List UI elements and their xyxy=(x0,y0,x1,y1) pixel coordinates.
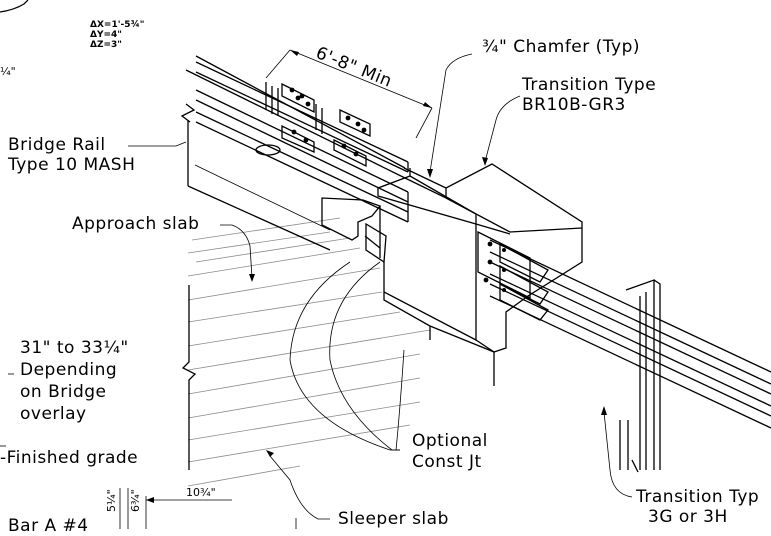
slab-break-line xyxy=(181,285,197,470)
notch-block xyxy=(321,197,382,241)
transition-type-right-line2: 3G or 3H xyxy=(648,507,728,527)
optional-label-line2: Const Jt xyxy=(412,452,482,472)
dimension-6-8-min xyxy=(265,49,433,139)
transition-rail-beams xyxy=(483,239,771,473)
transition-block xyxy=(377,163,583,386)
height-label-line1: 31" to 33¼" xyxy=(20,338,129,358)
delta-x-label: ΔX=1'-5¾" xyxy=(90,20,145,30)
dimension-10-3-4-label: 10¾" xyxy=(186,486,216,499)
corner-curve-line xyxy=(0,0,29,13)
bar-a-label: Bar A #4 xyxy=(8,516,89,536)
dimension-bottom-left xyxy=(119,488,297,529)
finished-grade-text: Finished grade xyxy=(6,448,139,468)
delta-z-label: ΔZ=3" xyxy=(90,40,122,50)
transition-type-label-line2: BR10B-GR3 xyxy=(522,95,626,115)
transition-type-label-line1: Transition Type xyxy=(522,75,657,95)
notch-block-inner xyxy=(365,222,387,264)
height-label-line4: overlay xyxy=(20,404,87,424)
chamfer-label: ¾" Chamfer (Typ) xyxy=(482,37,641,57)
bridge-rail-beams xyxy=(195,61,409,223)
optional-label-line1: Optional xyxy=(412,431,488,451)
finished-grade-label: -Finished grade xyxy=(0,448,139,468)
height-label-line3: on Bridge xyxy=(20,382,107,402)
delta-y-label: ΔY=4" xyxy=(90,30,122,40)
approach-slab-label: Approach slab xyxy=(72,214,200,234)
bridge-rail-label-line2: Type 10 MASH xyxy=(8,155,136,175)
height-label-line2: Depending xyxy=(20,360,118,380)
dimension-5-1-4-label: 5¼" xyxy=(105,489,118,512)
leader-lines xyxy=(0,53,633,520)
fraction-left-label: ¼" xyxy=(0,65,16,78)
sleeper-slab-label: Sleeper slab xyxy=(338,509,449,529)
bridge-rail-label-line1: Bridge Rail xyxy=(8,135,106,155)
slab-hatching xyxy=(187,217,431,487)
transition-type-right-line1: Transition Typ xyxy=(636,487,760,507)
dimension-6-3-4-label: 6¾" xyxy=(129,489,142,512)
